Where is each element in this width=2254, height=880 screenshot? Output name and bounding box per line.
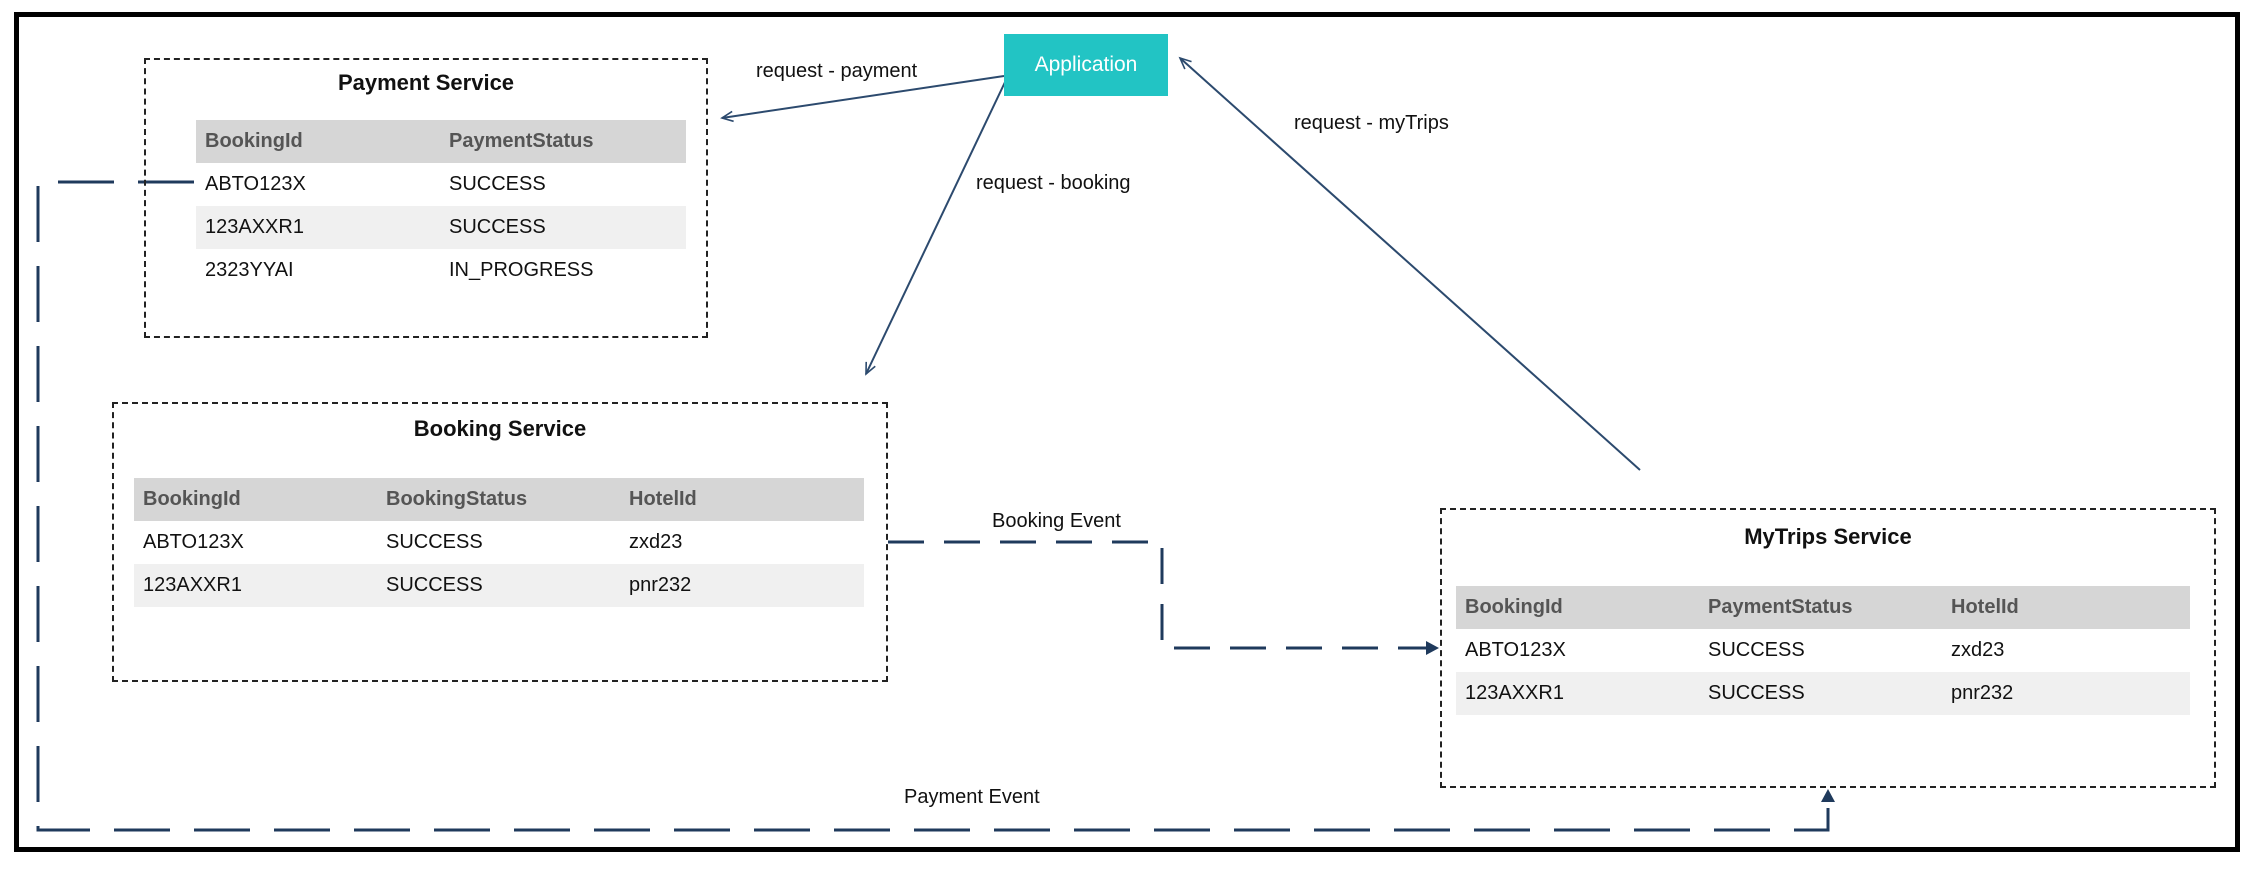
table-cell: IN_PROGRESS — [449, 259, 594, 281]
table-cell: pnr232 — [620, 564, 864, 607]
application-node: Application — [1004, 34, 1168, 96]
edge-request-booking — [865, 79, 1007, 376]
table-row: ABTO123X SUCCESS zxd23 — [134, 521, 864, 564]
mytrips-table: BookingId PaymentStatus HotelId ABTO123X… — [1456, 586, 2190, 715]
column-header: BookingStatus — [377, 478, 620, 521]
table-cell: SUCCESS — [1699, 672, 1942, 715]
table-header-row: BookingId PaymentStatus — [196, 120, 686, 163]
label-request-payment: request - payment — [756, 60, 918, 82]
table-row: 123AXXR1 SUCCESS pnr232 — [134, 564, 864, 607]
label-booking-event: Booking Event — [992, 510, 1121, 532]
payment-table: BookingId PaymentStatus ABTO123X SUCCESS… — [196, 120, 686, 292]
table-cell: SUCCESS — [377, 564, 620, 607]
table-header-row: BookingId BookingStatus HotelId — [134, 478, 864, 521]
table-cell: 123AXXR1 — [1456, 672, 1699, 715]
column-header: BookingId — [196, 120, 440, 163]
table-row: ABTO123X SUCCESS zxd23 — [1456, 629, 2190, 672]
table-cell: SUCCESS — [440, 206, 686, 249]
edge-payment-event — [36, 180, 1835, 832]
edge-request-payment — [720, 75, 1005, 123]
column-header: HotelId — [620, 478, 864, 521]
payment-service-title: Payment Service — [337, 70, 515, 95]
column-header: PaymentStatus — [1699, 586, 1942, 629]
table-cell: pnr232 — [1942, 672, 2190, 715]
payment-service-box: Payment Service BookingId PaymentStatus … — [144, 58, 708, 338]
table-cell: zxd23 — [1951, 639, 2005, 661]
mytrips-service-box: MyTrips Service BookingId PaymentStatus … — [1440, 508, 2216, 788]
table-cell: ABTO123X — [1465, 639, 1566, 661]
label-request-booking: request - booking — [976, 172, 1131, 194]
table-header-row: BookingId PaymentStatus HotelId — [1456, 586, 2190, 629]
diagram-frame — [14, 12, 2240, 852]
table-cell: 123AXXR1 — [196, 206, 440, 249]
edge-booking-event — [888, 540, 1439, 655]
column-header: BookingId — [1456, 586, 1699, 629]
table-cell: ABTO123X — [143, 531, 244, 553]
table-cell: SUCCESS — [1708, 639, 1805, 661]
column-header: BookingId — [134, 478, 377, 521]
table-row: ABTO123X SUCCESS — [196, 163, 686, 206]
table-cell: zxd23 — [629, 531, 683, 553]
table-cell: SUCCESS — [449, 173, 546, 195]
table-row: 123AXXR1 SUCCESS pnr232 — [1456, 672, 2190, 715]
label-request-mytrips: request - myTrips — [1294, 112, 1449, 134]
table-cell: SUCCESS — [386, 531, 483, 553]
label-payment-event: Payment Event — [904, 786, 1040, 808]
table-row: 123AXXR1 SUCCESS — [196, 206, 686, 249]
table-cell: ABTO123X — [205, 173, 306, 195]
table-row: 2323YYAI IN_PROGRESS — [196, 249, 686, 292]
booking-service-title: Booking Service — [413, 416, 587, 441]
booking-service-box: Booking Service BookingId BookingStatus … — [112, 402, 888, 682]
table-cell: 2323YYAI — [205, 259, 294, 281]
column-header: PaymentStatus — [440, 120, 686, 163]
mytrips-service-title: MyTrips Service — [1744, 524, 1912, 549]
edge-request-mytrips — [1178, 56, 1641, 471]
column-header: HotelId — [1942, 586, 2190, 629]
application-label: Application — [1034, 53, 1138, 76]
table-cell: 123AXXR1 — [134, 564, 377, 607]
booking-table: BookingId BookingStatus HotelId ABTO123X… — [134, 478, 864, 607]
